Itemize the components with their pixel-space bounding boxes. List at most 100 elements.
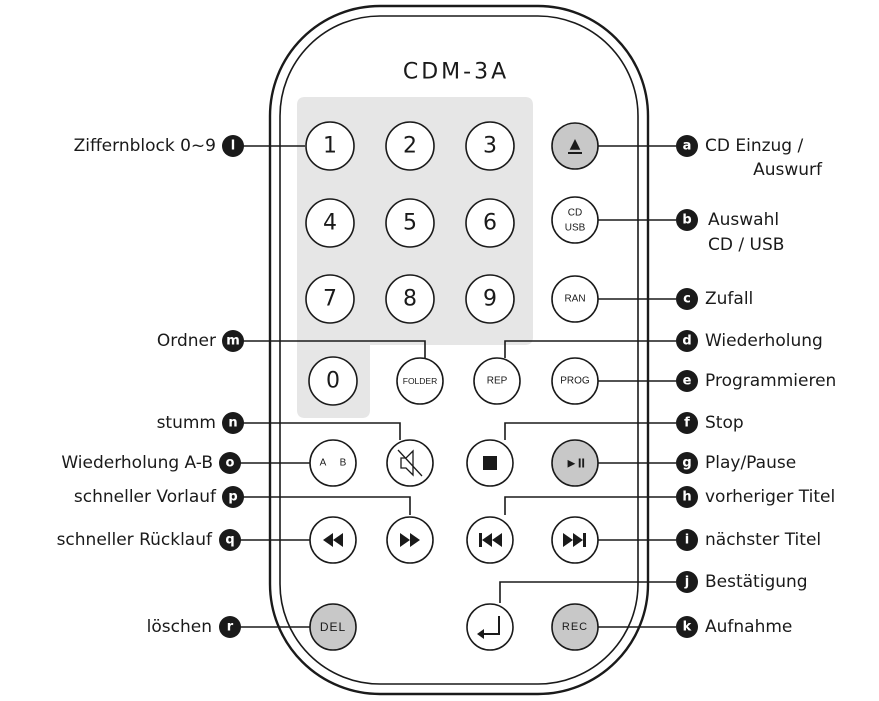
digit-6-button[interactable]: [465, 198, 515, 248]
callout-label-fast-forward: schneller Vorlauf: [74, 487, 217, 507]
delete-label: DEL: [320, 620, 346, 634]
enter-icon: [477, 616, 500, 639]
callout-badge-i: [676, 529, 698, 551]
digit-2-button[interactable]: [385, 121, 435, 171]
random-button[interactable]: [551, 275, 599, 323]
delete-button[interactable]: [309, 603, 357, 651]
callouts-left: l Ziffernblock 0~9 m Ordner n stumm o Wi…: [57, 135, 244, 638]
callout-badge-o: [219, 452, 241, 474]
digit-8-button[interactable]: [385, 274, 435, 324]
callout-badge-d: [676, 330, 698, 352]
callout-badge-l: [222, 135, 244, 157]
callout-label-rewind: schneller Rücklauf: [57, 530, 213, 550]
folder-label: FOLDER: [403, 376, 437, 386]
callout-badge-r: [219, 616, 241, 638]
callout-badge-j: [676, 571, 698, 593]
callout-badge-c: [676, 288, 698, 310]
callout-badge-a: [676, 135, 698, 157]
callouts-right: a CD Einzug / Auswurf b Auswahl CD / USB…: [676, 135, 836, 638]
numpad-background: [297, 97, 533, 418]
digit-4-button[interactable]: [305, 198, 355, 248]
callout-lines-right: [499, 145, 676, 628]
callout-badge-k-letter: k: [683, 620, 692, 635]
transport-row-2: [309, 516, 599, 564]
callout-badge-p: [222, 486, 244, 508]
callout-badge-f-letter: f: [684, 416, 690, 431]
digit-2-label: 2: [403, 134, 417, 159]
digit-7-button[interactable]: [305, 274, 355, 324]
callout-label-previous-track: vorheriger Titel: [705, 487, 835, 507]
digit-9-button[interactable]: [465, 274, 515, 324]
digit-3-button[interactable]: [465, 121, 515, 171]
callout-badge-g-letter: g: [682, 456, 691, 471]
callout-badge-c-letter: c: [683, 292, 691, 307]
callout-badge-g: [676, 452, 698, 474]
bottom-row: DEL REC: [309, 603, 599, 651]
callout-label-play-pause: Play/Pause: [705, 453, 796, 473]
enter-button[interactable]: [466, 603, 514, 651]
digit-1-button[interactable]: [305, 121, 355, 171]
digit-5-button[interactable]: [385, 198, 435, 248]
rewind-icon: [323, 533, 343, 547]
callout-label-source-line1: Auswahl: [708, 210, 779, 230]
callout-label-eject-line2: Auswurf: [753, 160, 823, 180]
callout-label-program: Programmieren: [705, 371, 836, 391]
program-label: PROG: [560, 376, 590, 387]
ab-label-a: A: [320, 458, 327, 469]
stop-icon: [483, 456, 497, 470]
record-label: REC: [562, 621, 588, 633]
callout-badge-n: [222, 412, 244, 434]
callout-label-ab-repeat: Wiederholung A-B: [61, 453, 213, 473]
cd-usb-button[interactable]: [551, 196, 599, 244]
callout-badge-h-letter: h: [682, 490, 691, 505]
transport-row-1: A B ►II: [309, 439, 599, 487]
cd-usb-label-bottom: USB: [565, 223, 586, 234]
callout-label-record: Aufnahme: [705, 617, 792, 637]
repeat-button[interactable]: [473, 357, 521, 405]
folder-button[interactable]: [396, 357, 444, 405]
callout-badge-h: [676, 486, 698, 508]
callout-label-next-track: nächster Titel: [705, 530, 821, 550]
digit-9-label: 9: [483, 287, 497, 312]
callout-badge-o-letter: o: [226, 456, 235, 471]
callout-badge-e: [676, 370, 698, 392]
repeat-label: REP: [487, 376, 508, 387]
digit-1-label: 1: [323, 134, 337, 159]
digit-7-label: 7: [323, 287, 337, 312]
model-title: CDM-3A: [403, 60, 509, 85]
callout-label-folder: Ordner: [157, 331, 216, 351]
callout-label-stop: Stop: [705, 413, 744, 433]
callout-badge-r-letter: r: [227, 620, 234, 635]
digit-4-label: 4: [323, 211, 337, 236]
cd-usb-label-top: CD: [568, 208, 582, 219]
play-pause-button[interactable]: [551, 439, 599, 487]
callout-badge-i-letter: i: [685, 533, 689, 548]
previous-track-icon: [479, 533, 502, 547]
callout-label-delete: löschen: [147, 617, 212, 637]
callout-lines-left: [240, 145, 426, 628]
callout-label-numpad: Ziffernblock 0~9: [74, 136, 216, 156]
callout-badge-b-letter: b: [682, 213, 691, 228]
record-button[interactable]: [551, 603, 599, 651]
random-label: RAN: [564, 294, 585, 305]
callout-label-eject-line1: CD Einzug /: [705, 136, 803, 156]
callout-badge-b: [676, 209, 698, 231]
callout-label-source-line2: CD / USB: [708, 235, 784, 255]
callout-badge-n-letter: n: [228, 416, 237, 431]
callout-badge-l-letter: l: [231, 139, 235, 154]
callout-label-confirm: Bestätigung: [705, 572, 808, 592]
ab-repeat-button[interactable]: [309, 439, 357, 487]
callout-label-mute: stumm: [157, 413, 216, 433]
eject-button[interactable]: [551, 122, 599, 170]
eject-icon: ▲: [570, 136, 581, 152]
digit-0-button[interactable]: [308, 356, 358, 406]
mute-icon: [397, 449, 423, 477]
function-buttons: ▲ CD USB RAN PROG FOLDER REP: [396, 122, 599, 405]
program-button[interactable]: [551, 357, 599, 405]
callout-badge-e-letter: e: [683, 374, 692, 389]
digit-3-label: 3: [483, 134, 497, 159]
fast-forward-icon: [400, 533, 420, 547]
digit-6-label: 6: [483, 211, 497, 236]
next-track-icon: [563, 533, 586, 547]
